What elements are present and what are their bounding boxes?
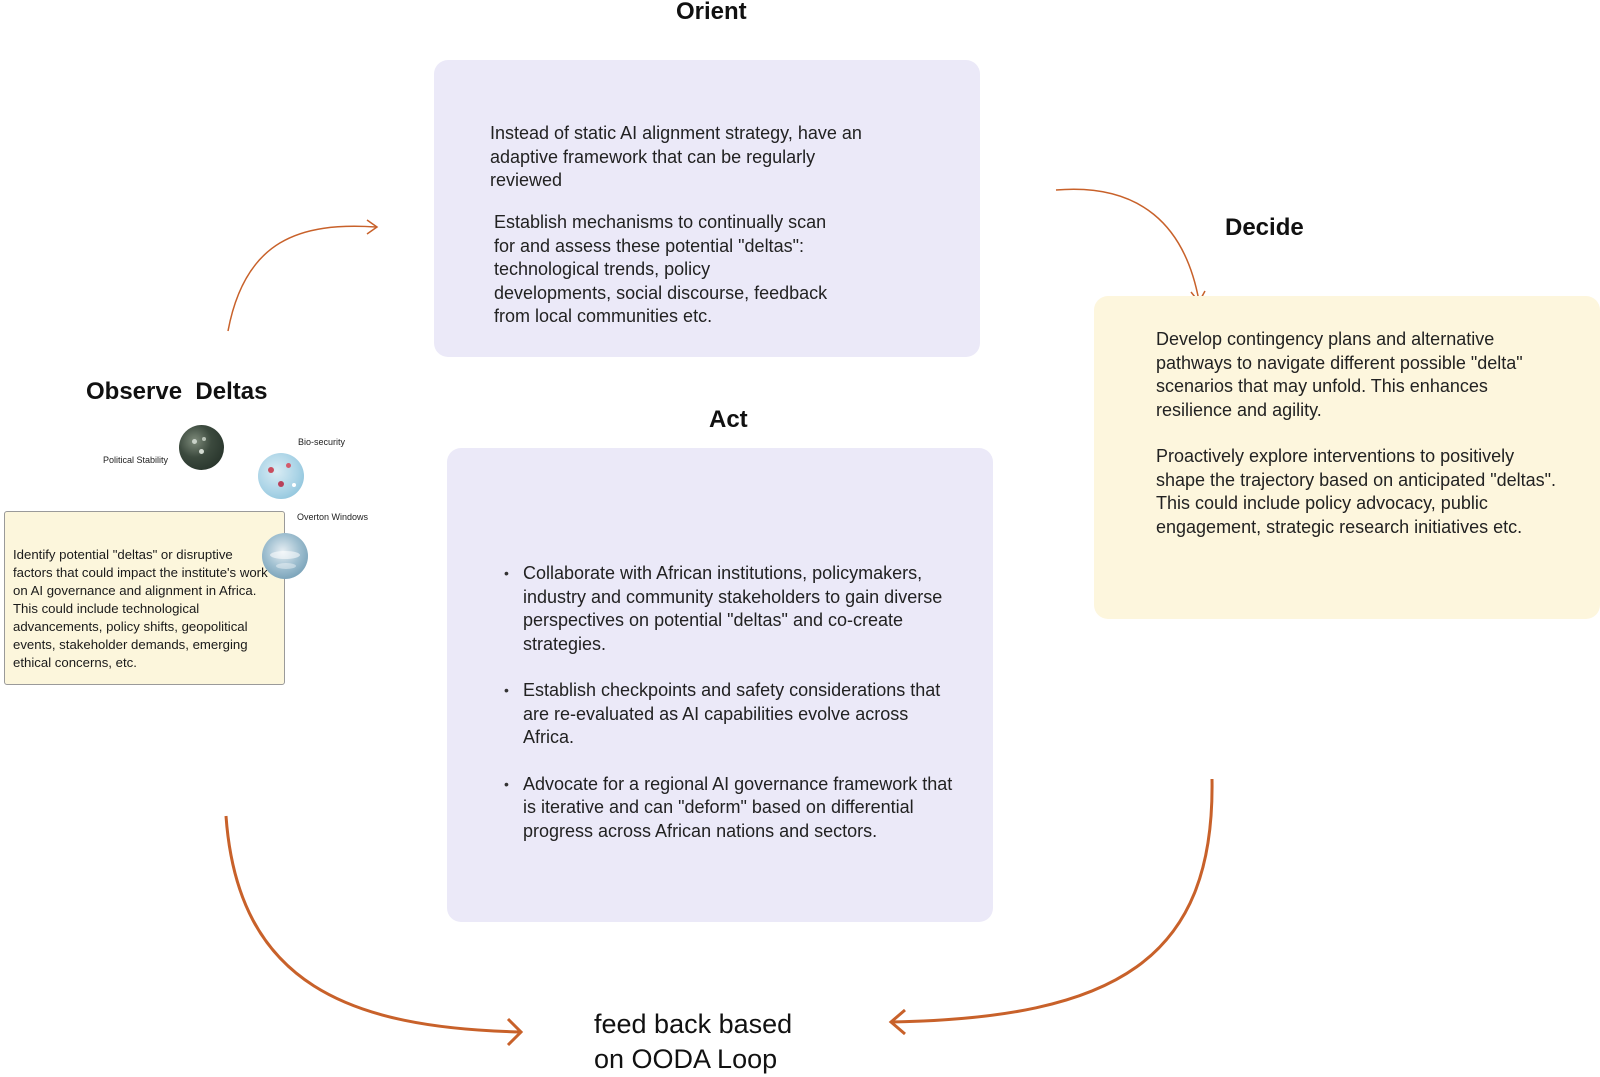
arrow-orient-to-decide	[1055, 188, 1200, 302]
decide-paragraph-2: Proactively explore interventions to pos…	[1156, 446, 1557, 537]
observe-card-text: Identify potential "deltas" or disruptiv…	[13, 547, 268, 670]
observe-card: Identify potential "deltas" or disruptiv…	[4, 511, 285, 685]
orient-heading: Orient	[676, 0, 747, 25]
arrow-observe-to-feedback	[224, 815, 522, 1034]
feedback-line-1: feed back based	[594, 1009, 793, 1039]
political-stability-label: Political Stability	[103, 455, 169, 465]
feedback-line-2: on OODA Loop	[594, 1044, 778, 1074]
orient-paragraph-1: Instead of static AI alignment strategy,…	[490, 123, 862, 190]
arrow-observe-to-orient	[227, 225, 377, 332]
arrow-observe-to-feedback-head	[506, 1017, 524, 1047]
overton-windows-label: Overton Windows	[297, 512, 369, 522]
arrow-observe-to-orient-head	[366, 219, 379, 235]
arrow-decide-to-feedback	[890, 778, 1214, 1024]
decide-box	[1094, 296, 1600, 619]
decide-paragraph-1: Develop contingency plans and alternativ…	[1156, 329, 1523, 420]
act-bullet-advocate: Advocate for a regional AI governance fr…	[504, 773, 960, 844]
observe-heading: Observe Deltas	[86, 378, 268, 405]
bio-security-label: Bio-security	[298, 437, 346, 447]
political-stability-image	[179, 425, 224, 470]
orient-paragraph-2: Establish mechanisms to continually scan…	[494, 212, 828, 326]
act-heading: Act	[709, 406, 748, 433]
bio-security-image	[258, 453, 304, 499]
act-bullet-checkpoints: Establish checkpoints and safety conside…	[504, 679, 960, 750]
orient-box	[434, 60, 980, 357]
act-bullet-collaborate: Collaborate with African institutions, p…	[504, 562, 960, 656]
decide-heading: Decide	[1225, 214, 1304, 241]
feedback-label: feed back based on OODA Loop	[594, 1007, 792, 1077]
arrow-decide-to-feedback-head	[888, 1008, 906, 1036]
overton-windows-image	[262, 533, 308, 579]
act-bullet-list: Collaborate with African institutions, p…	[504, 562, 960, 866]
